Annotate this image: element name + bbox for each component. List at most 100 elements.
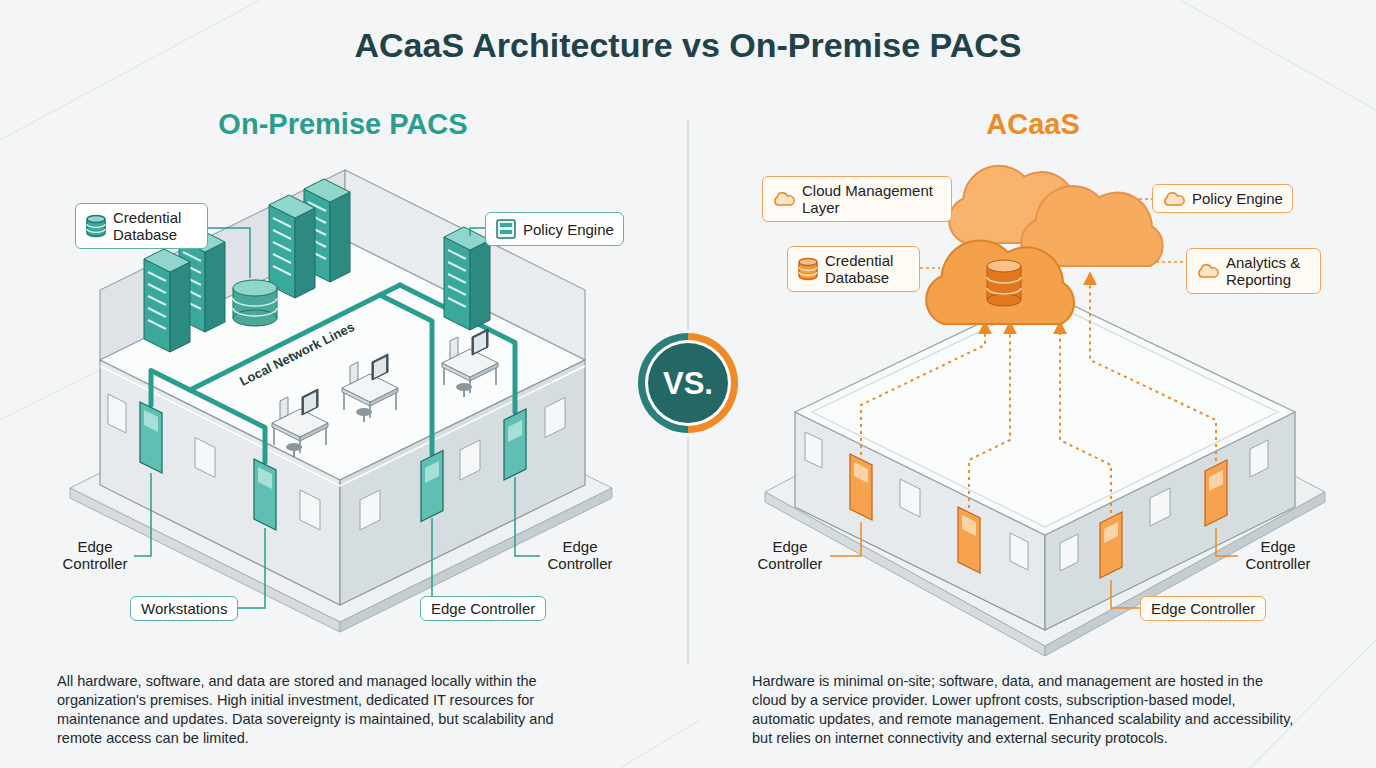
illustration-part: [1150, 488, 1170, 526]
illustration-part: [508, 420, 522, 442]
workstation-desk: [342, 354, 398, 422]
illustration-part: [545, 398, 565, 438]
illustration-part: [497, 220, 515, 238]
description-text: Hardware is minimal on-site; software, d…: [752, 672, 1300, 748]
illustration-part: [850, 454, 872, 520]
cloud-icon: [1162, 191, 1186, 207]
icon: [772, 191, 796, 207]
illustration-part: [504, 409, 526, 480]
database-cylinder: [987, 260, 1021, 306]
illustration-part: [648, 343, 728, 423]
section-heading: On-Premise PACS: [93, 108, 593, 141]
illustration-part: [805, 432, 822, 468]
illustration-part: [969, 323, 1010, 508]
illustration-part: [87, 216, 105, 223]
illustration-part: [87, 224, 105, 233]
description-text: All hardware, software, and data are sto…: [57, 672, 597, 748]
callout-box: Policy Engine: [1152, 184, 1293, 213]
illustration-part: [100, 366, 585, 486]
illustration-part: [962, 515, 976, 536]
door-symbol: [140, 402, 526, 530]
illustration-part: [1199, 265, 1218, 277]
vs-circle: VS.: [638, 333, 738, 433]
illustration-part: [1090, 274, 1216, 461]
leader-line: [134, 228, 540, 608]
illustration-part: [1165, 192, 1184, 204]
cloud-icon: [1196, 263, 1220, 279]
illustration-part: [425, 461, 439, 483]
icon: [85, 214, 107, 238]
illustration-part: [900, 479, 920, 517]
section-heading: ACaaS: [783, 108, 1283, 141]
illustration-part: [195, 438, 215, 478]
door-symbol: [850, 454, 1227, 578]
server-rack: [444, 227, 490, 330]
illustration-part: [1010, 533, 1028, 570]
illustration-part: [987, 277, 1021, 294]
illustration-part: [812, 300, 1278, 527]
node-text: Analytics & Reporting: [1226, 254, 1311, 288]
node-text: VS.: [663, 368, 713, 399]
database-icon: [797, 257, 819, 281]
diagram-title: ACaaS Architecture vs On-Premise PACS: [0, 26, 1376, 65]
illustration-part: [987, 260, 1021, 272]
illustration-part: [830, 522, 861, 556]
door-panel: [854, 462, 1223, 543]
node-text: Credential Database: [113, 209, 198, 243]
illustration-part: [500, 230, 512, 234]
illustration-part: [861, 323, 985, 455]
illustration-part: [233, 298, 277, 316]
node-text: Cloud Management Layer: [802, 182, 942, 216]
illustration-part: [958, 507, 980, 573]
illustration-part: [380, 295, 432, 454]
illustration-part: [515, 477, 540, 556]
node-text: Edge Controller: [431, 600, 535, 617]
cloud-icon: [772, 191, 796, 207]
illustration-part: [1216, 528, 1238, 556]
illustration-part: [421, 451, 443, 522]
node-text: Workstations: [141, 600, 227, 617]
callout-box: Policy Engine: [485, 212, 624, 246]
illustration-part: [300, 490, 320, 530]
illustration-part: [805, 432, 1268, 571]
callout-box: Credential Database: [787, 246, 920, 292]
illustration-part: [144, 410, 158, 432]
illustration-part: [360, 490, 380, 530]
door-panel: [144, 410, 522, 489]
illustration-part: [232, 528, 265, 608]
illustration-part: [233, 310, 277, 326]
callout-box: Analytics & Reporting: [1186, 248, 1321, 294]
illustration-part: [134, 473, 151, 556]
illustration-part: [987, 294, 1021, 306]
illustration-part: [151, 371, 190, 406]
callout-box: Credential Database: [75, 203, 208, 249]
illustration-part: [431, 518, 433, 600]
illustration-part: [1060, 323, 1111, 513]
illustration-part: [1209, 470, 1223, 491]
database-icon: [85, 214, 107, 238]
component-label: Edge Controller: [540, 538, 620, 572]
workstation-desk: [442, 329, 498, 397]
illustration-part: [1060, 534, 1078, 571]
illustration-part: [645, 340, 731, 426]
callout-box: Workstations: [130, 596, 238, 621]
illustration-part: [854, 462, 868, 483]
illustration-part: [795, 292, 1295, 535]
illustration-part: [1205, 460, 1227, 526]
illustration-part: [233, 280, 277, 296]
illustration-part: [100, 360, 340, 605]
illustration-part: [1100, 512, 1122, 578]
server-rack: [144, 249, 190, 352]
callout-box: Cloud Management Layer: [762, 176, 952, 222]
component-label: Edge Controller: [1238, 538, 1318, 572]
component-label: Edge Controller: [750, 538, 830, 572]
illustration-part: [500, 223, 512, 227]
illustration-part: [108, 394, 565, 530]
server-icon: [495, 218, 517, 240]
illustration-part: [799, 267, 817, 276]
illustration-part: [1104, 522, 1118, 543]
illustration-part: [1250, 440, 1268, 477]
